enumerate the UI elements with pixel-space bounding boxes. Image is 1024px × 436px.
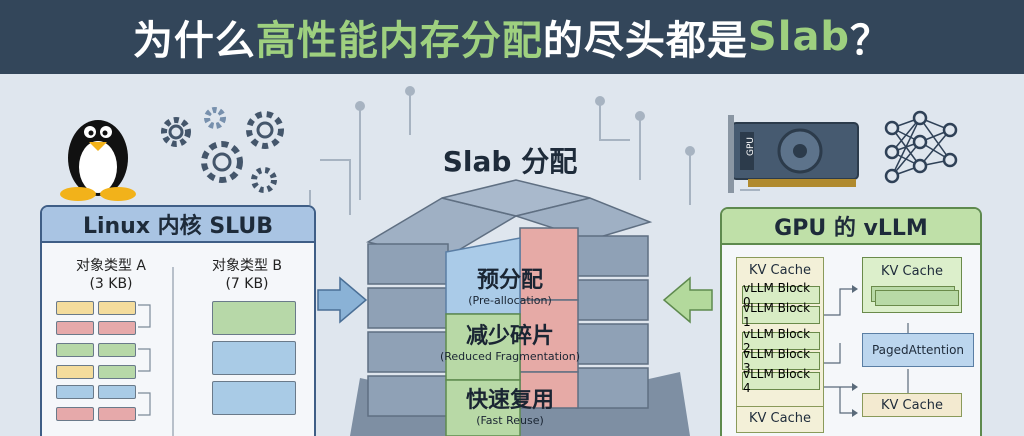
- neural-network-icon: [884, 110, 958, 184]
- slab-object-b3: [212, 381, 296, 415]
- feature-pre-allocation: 预分配 (Pre-allocation): [420, 262, 600, 307]
- feature-label: 减少碎片: [465, 324, 554, 349]
- slab-object-a2: [98, 301, 136, 315]
- kv-cache-right-bottom: KV Cache: [862, 393, 962, 417]
- title-middle: 的尽头都是: [542, 18, 748, 64]
- slab-object-a11: [56, 407, 94, 421]
- gpu-panel-title: GPU 的 vLLM: [722, 209, 980, 245]
- title-prefix: 为什么: [132, 18, 256, 64]
- slab-object-a8: [98, 365, 136, 379]
- slab-object-a6: [98, 343, 136, 357]
- slab-object-a9: [56, 385, 94, 399]
- feature-sub: (Pre-allocation): [468, 294, 552, 307]
- slab-object-a4: [98, 321, 136, 335]
- title-suffix: ？: [850, 18, 892, 64]
- penguin-icon: [60, 120, 136, 201]
- slab-title: Slab 分配: [442, 145, 578, 178]
- slab-object-b2: [212, 341, 296, 375]
- title-highlight: 高性能内存分配: [255, 18, 543, 64]
- gpu-card-icon: [728, 115, 859, 193]
- kv-cache-stack-2: [875, 290, 959, 306]
- slab-object-a12: [98, 407, 136, 421]
- kv-cache-bottom: KV Cache: [737, 406, 823, 430]
- slab-object-a7: [56, 365, 94, 379]
- slub-connectors: [138, 267, 174, 436]
- paged-attention-box: PagedAttention: [862, 333, 974, 367]
- kv-cache-right-top-box: KV Cache: [862, 257, 962, 313]
- slab-cube: [350, 179, 690, 436]
- slab-object-a10: [98, 385, 136, 399]
- feature-label: 快速复用: [465, 388, 554, 413]
- slab-object-b1: [212, 301, 296, 335]
- feature-fast-reuse: 快速复用 (Fast Reuse): [420, 382, 600, 427]
- vllm-block-0: vLLM Block 0: [742, 281, 820, 309]
- slab-object-a3: [56, 321, 94, 335]
- object-type-b-size: (7 KB): [225, 276, 269, 292]
- object-type-a-name: 对象类型 A: [75, 258, 147, 274]
- gpu-vllm-panel: GPU 的 vLLM KV Cache vLLM Block 0 vLLM Bl…: [720, 207, 982, 436]
- kv-cache-right-top: KV Cache: [881, 263, 943, 279]
- linux-slub-panel: Linux 内核 SLUB 对象类型 A (3 KB) 对象类型 B (7 KB…: [40, 205, 316, 436]
- object-type-a: 对象类型 A (3 KB): [56, 257, 166, 293]
- object-type-b: 对象类型 B (7 KB): [192, 257, 302, 293]
- slab-object-a1: [56, 301, 94, 315]
- feature-sub: (Fast Reuse): [476, 414, 544, 427]
- title-slab: Slab: [747, 14, 851, 60]
- kv-cache-column: KV Cache vLLM Block 0 vLLM Block 1 vLLM …: [736, 257, 824, 433]
- object-type-b-name: 对象类型 B: [211, 258, 283, 274]
- feature-sub: (Reduced Fragmentation): [439, 350, 581, 363]
- vllm-connectors: [824, 285, 912, 417]
- linux-panel-title: Linux 内核 SLUB: [42, 207, 314, 243]
- circuit-lines: [309, 86, 760, 215]
- kv-cache-top: KV Cache: [749, 262, 811, 278]
- gpu-card-text: GPU: [746, 137, 756, 156]
- page-title: 为什么高性能内存分配的尽头都是 Slab？: [0, 0, 1024, 74]
- arrow-left-to-slab: [317, 276, 368, 324]
- arrow-right-to-slab: [662, 276, 713, 324]
- gears-icon: [161, 107, 284, 193]
- vllm-block-1: vLLM Block 1: [742, 301, 820, 329]
- object-type-a-size: (3 KB): [89, 276, 133, 292]
- slab-object-a5: [56, 343, 94, 357]
- feature-label: 预分配: [476, 268, 543, 293]
- feature-reduced-fragmentation: 减少碎片 (Reduced Fragmentation): [420, 318, 600, 363]
